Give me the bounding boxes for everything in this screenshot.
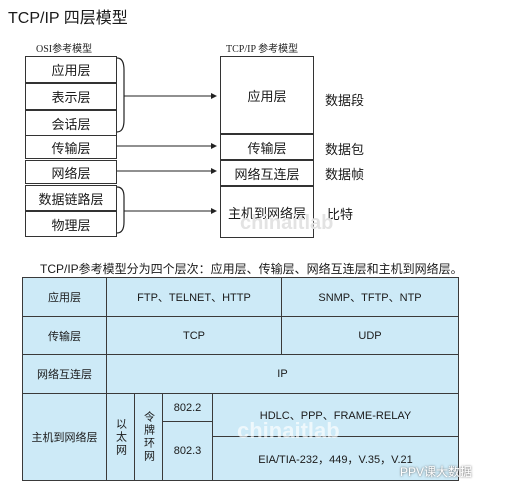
cell-app-protocols-udp: SNMP、TFTP、NTP	[281, 277, 459, 317]
osi-header: OSI参考模型	[36, 44, 93, 55]
tcpip-header: TCP/IP 参考模型	[226, 44, 299, 55]
cell-ip: IP	[106, 354, 459, 394]
pdu-segment: 数据段	[325, 93, 365, 108]
cell-token-ring: 令牌环网	[134, 393, 163, 481]
page-title: TCP/IP 四层模型	[8, 10, 128, 27]
cell-ethernet: 以太网	[106, 393, 135, 481]
row-application-label: 应用层	[22, 277, 107, 317]
model-description: TCP/IP参考模型分为四个层次：应用层、传输层、网络互连层和主机到网络层。	[40, 262, 463, 276]
osi-layer-application: 应用层	[25, 56, 117, 83]
osi-layer-presentation: 表示层	[25, 83, 117, 110]
ethernet-label: 以太网	[114, 417, 127, 457]
tcpip-layer-internet: 网络互连层	[220, 160, 314, 186]
cell-tcp: TCP	[106, 316, 282, 355]
row-host-to-network-label: 主机到网络层	[22, 393, 107, 481]
cell-udp: UDP	[281, 316, 459, 355]
osi-layer-transport: 传输层	[25, 135, 117, 159]
watermark-chinaitlab-table: chinaitlab	[237, 418, 340, 443]
brand-mark: PPV课大数据	[400, 465, 473, 479]
pdu-packet: 数据包	[325, 142, 365, 157]
cell-8022: 802.2	[162, 393, 213, 422]
token-ring-label: 令牌环网	[142, 411, 155, 463]
osi-layer-network: 网络层	[25, 160, 117, 184]
row-transport-label: 传输层	[22, 316, 107, 355]
tcpip-layer-transport: 传输层	[220, 134, 314, 160]
mapping-arrows	[116, 57, 217, 234]
cell-8023: 802.3	[162, 421, 213, 481]
tcpip-layer-application: 应用层	[220, 56, 314, 134]
tcpip-layer-host-to-network: 主机到网络层	[220, 186, 314, 238]
cell-link-protocols: HDLC、PPP、FRAME-RELAY	[212, 393, 459, 437]
osi-layer-physical: 物理层	[25, 211, 117, 237]
osi-layer-datalink: 数据链路层	[25, 185, 117, 211]
pdu-frame: 数据帧	[325, 167, 365, 182]
pdu-bit: 比特	[327, 207, 354, 222]
cell-physical-standards: EIA/TIA-232，449，V.35，V.21	[212, 436, 459, 481]
row-internet-label: 网络互连层	[22, 354, 107, 394]
watermark-chinaitlab: chinaitlab	[240, 212, 334, 234]
cell-app-protocols-tcp: FTP、TELNET、HTTP	[106, 277, 282, 317]
